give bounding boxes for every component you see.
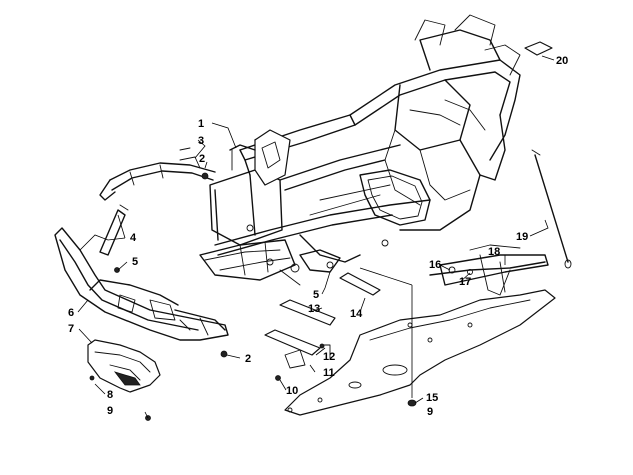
brace-rod-part <box>531 149 572 269</box>
leader-lines <box>77 55 555 419</box>
hardware-10-11-12 <box>275 343 331 381</box>
front-skid-guard-part <box>87 339 161 421</box>
callout-1: 1 <box>198 118 204 130</box>
callout-8: 8 <box>107 389 113 401</box>
front-bumper-part <box>54 227 229 358</box>
callout-2-lower: 2 <box>245 353 251 365</box>
skid-plate-part <box>284 289 556 416</box>
front-rack-part <box>99 147 216 201</box>
callout-16: 16 <box>429 259 441 271</box>
callout-10: 10 <box>286 385 298 397</box>
callout-19: 19 <box>516 231 528 243</box>
front-upright-part <box>99 204 129 256</box>
callout-13: 13 <box>308 303 320 315</box>
callout-18: 18 <box>488 246 500 258</box>
crossbar-14-part <box>339 272 381 296</box>
callout-7: 7 <box>68 323 74 335</box>
callout-11: 11 <box>323 367 335 379</box>
callout-6: 6 <box>68 307 74 319</box>
crossbar-13-part <box>279 299 336 326</box>
callout-14: 14 <box>350 308 363 320</box>
footrest-bracket-part <box>429 244 549 296</box>
callout-5-center: 5 <box>313 289 319 301</box>
callout-labels: 1 2 2 3 4 5 5 6 7 8 9 9 10 11 12 13 14 1… <box>68 55 568 418</box>
callout-9-front: 9 <box>107 405 113 417</box>
fastener-9-part <box>407 399 417 407</box>
callout-5-front: 5 <box>132 256 138 268</box>
main-frame <box>199 14 521 286</box>
crossbar-lower-part <box>264 329 321 356</box>
callout-20: 20 <box>556 55 568 67</box>
callout-2-upper: 2 <box>199 153 205 165</box>
rear-pad-part <box>524 41 553 56</box>
callout-4: 4 <box>130 232 137 244</box>
callout-9-rear: 9 <box>427 406 433 418</box>
callout-15: 15 <box>426 392 438 404</box>
callout-17: 17 <box>459 276 471 288</box>
callout-3: 3 <box>198 135 204 147</box>
callout-12: 12 <box>323 351 335 363</box>
